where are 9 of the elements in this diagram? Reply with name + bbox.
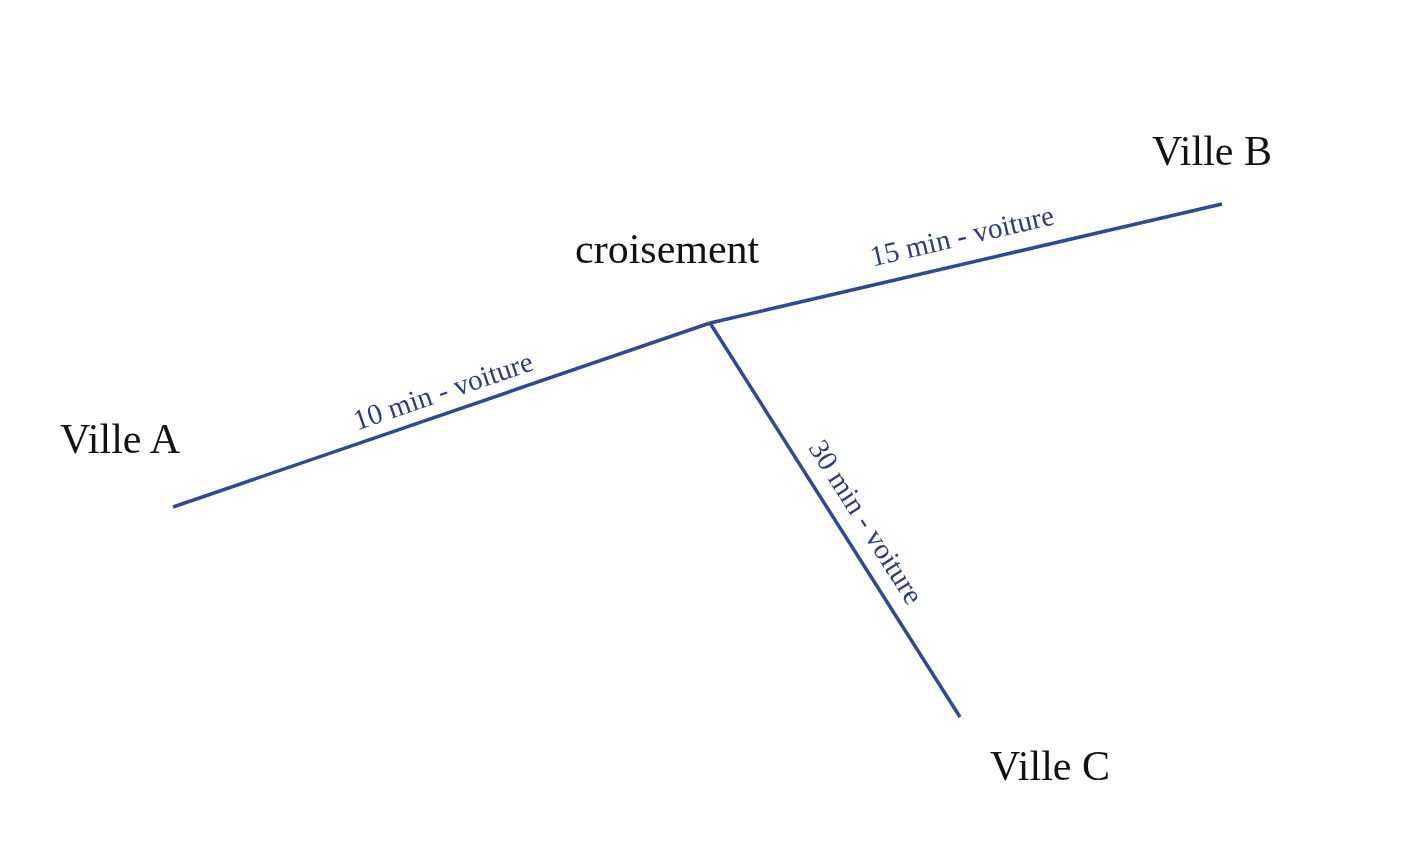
place-label: croisement: [575, 228, 793, 323]
road-line: [709, 202, 1223, 325]
place-label: Ville C: [955, 717, 1110, 787]
edge-label: 15 min - voiture: [867, 200, 1057, 272]
place-label: Ville A: [60, 418, 200, 507]
road-line: [708, 322, 962, 718]
place-label: Ville B: [1152, 130, 1292, 204]
edge-label: 10 min - voiture: [349, 346, 537, 436]
road-line: [172, 321, 711, 509]
